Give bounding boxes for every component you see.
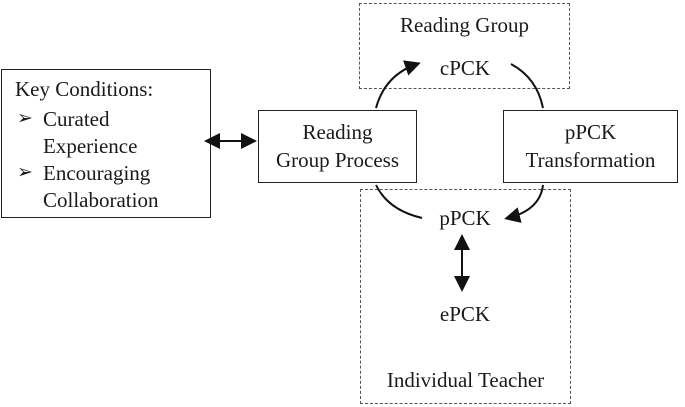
arc-ppck-to-process	[375, 184, 423, 219]
condition-item-line2: Experience	[43, 134, 138, 158]
condition-item-line1: Encouraging	[43, 161, 151, 185]
condition-item-line1: Curated	[43, 107, 110, 131]
ppck-node: pPCK	[439, 206, 491, 230]
bullet-arrow-icon: ➢	[17, 162, 33, 183]
process-box-line2: Group Process	[275, 148, 400, 172]
arc-transformation-to-ppck	[504, 184, 544, 223]
process-box-line1: Reading	[302, 120, 373, 144]
arc-process-to-cpck	[375, 60, 421, 109]
cpck-node: cPCK	[439, 56, 491, 80]
bullet-arrow-icon: ➢	[17, 108, 33, 129]
condition-item-line2: Collaboration	[43, 188, 159, 212]
reading-group-region	[359, 3, 570, 89]
individual-teacher-label: Individual Teacher	[386, 368, 545, 392]
transformation-box-line2: Transformation	[525, 148, 656, 172]
key-conditions-title: Key Conditions:	[15, 77, 154, 101]
epck-node: ePCK	[439, 302, 491, 326]
key-conditions-box	[1, 69, 211, 218]
reading-group-label: Reading Group	[400, 13, 529, 37]
ppck-transformation-box	[503, 110, 678, 183]
reading-group-process-box	[258, 110, 417, 183]
arc-cpck-to-transformation	[510, 63, 544, 109]
transformation-box-line1: pPCK	[564, 120, 617, 144]
individual-teacher-region	[360, 189, 571, 404]
